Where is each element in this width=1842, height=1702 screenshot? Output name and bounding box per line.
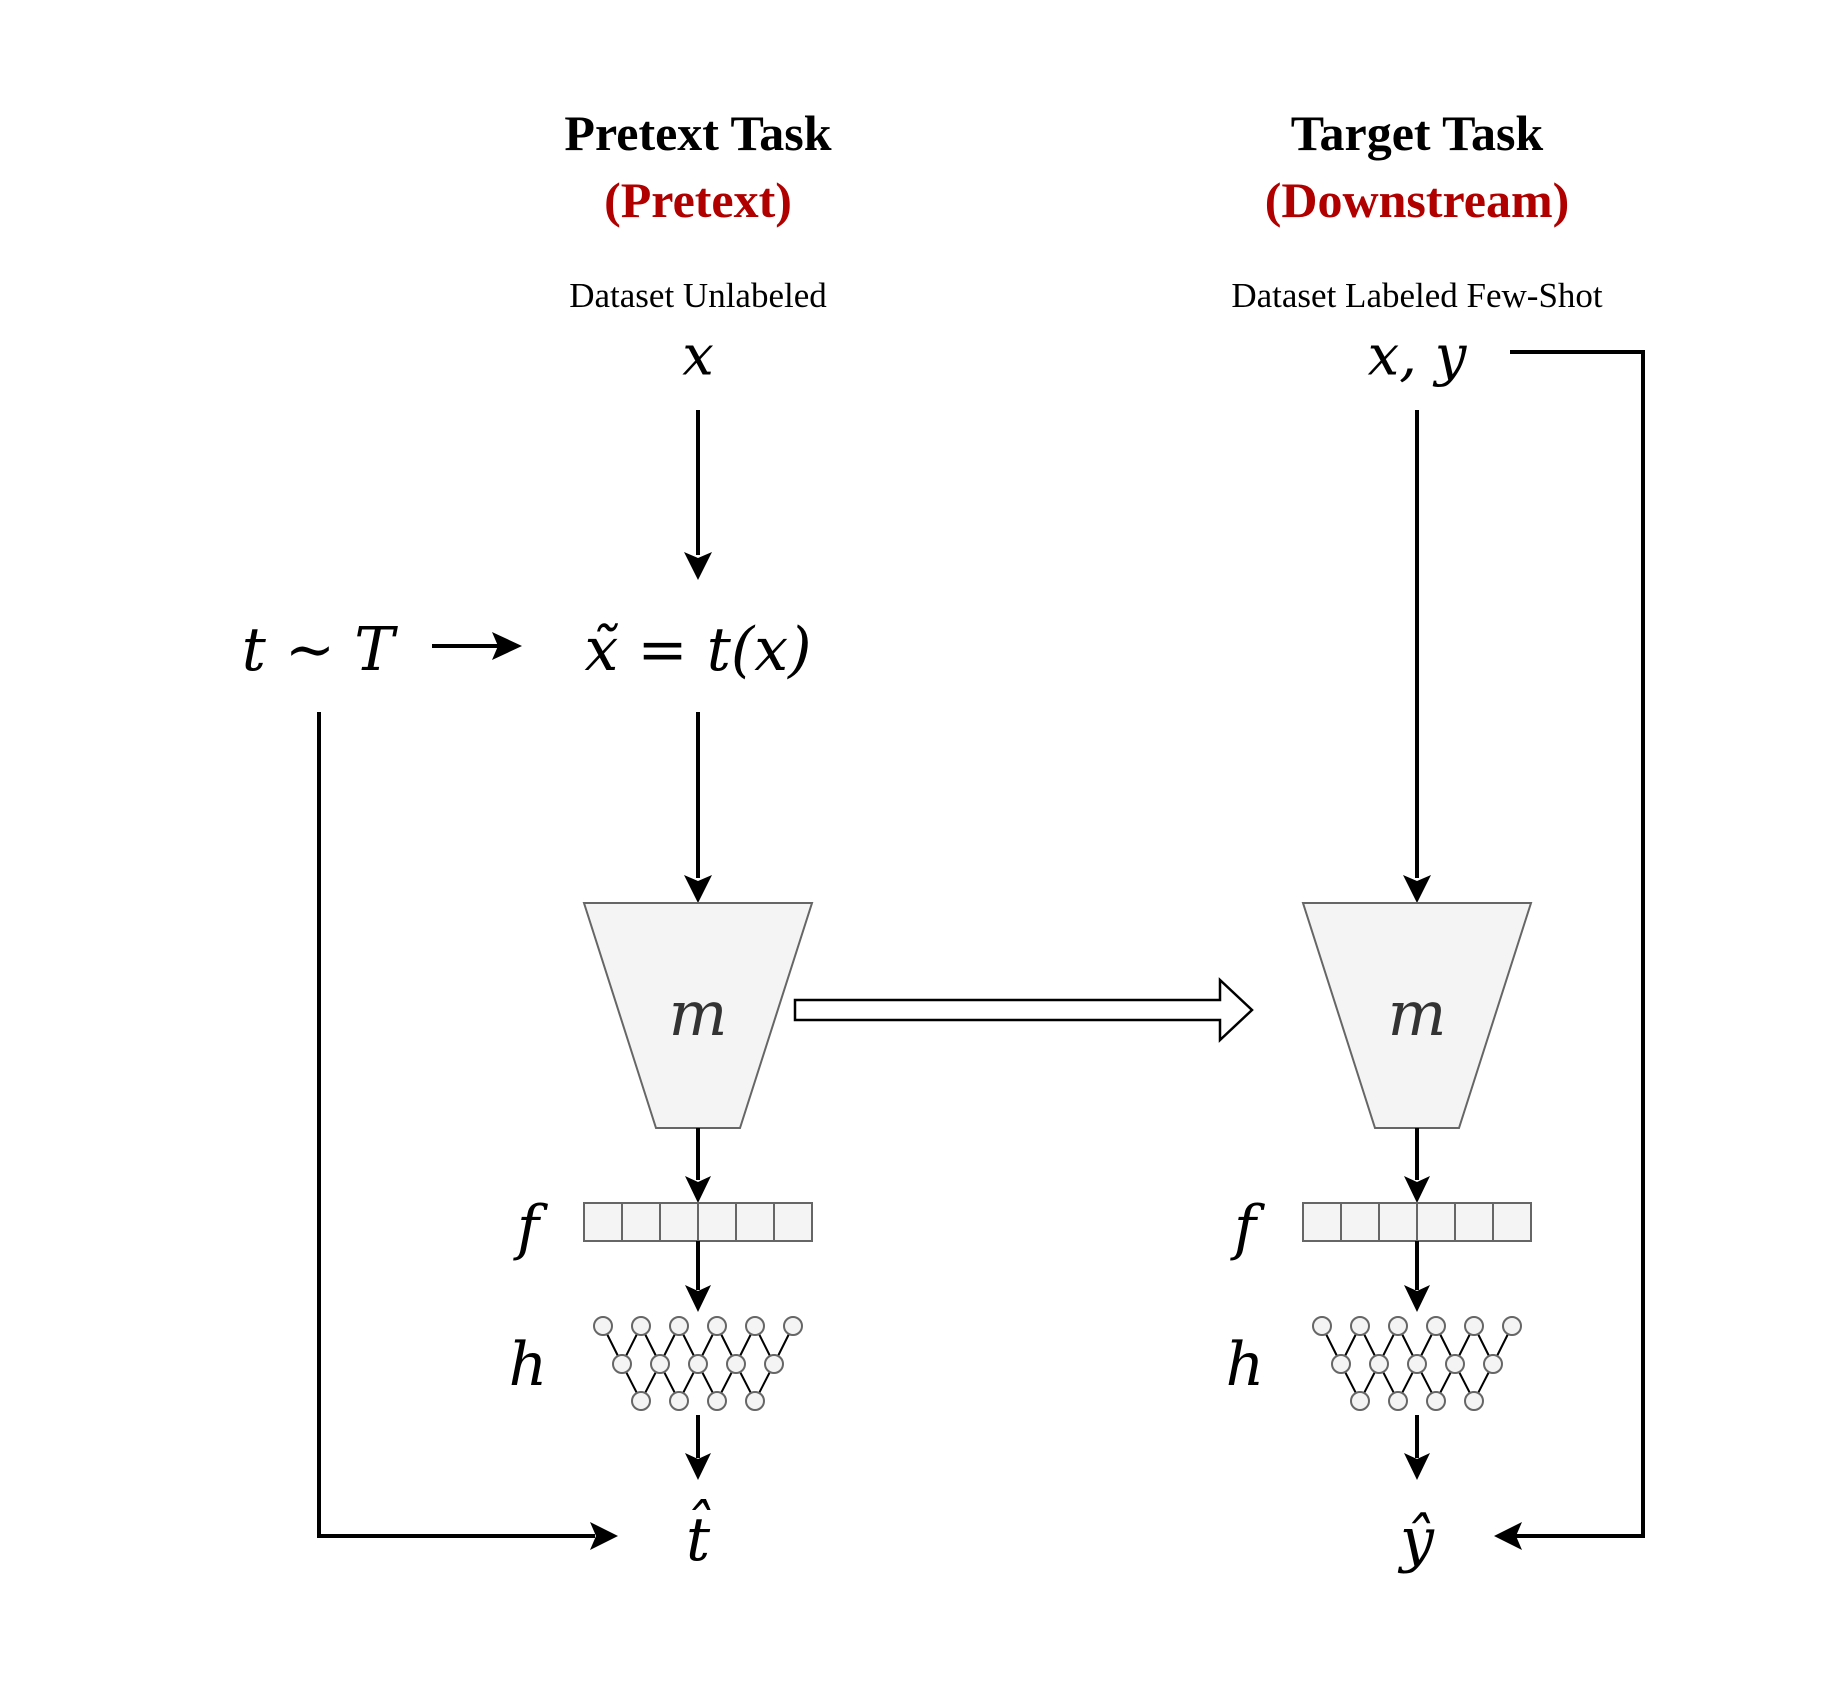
- feature-cell: [621, 1202, 661, 1242]
- pretext-feature-vector: [583, 1202, 813, 1242]
- pretext-feature-label: f: [516, 1193, 540, 1263]
- feature-cell: [1302, 1202, 1342, 1242]
- network-node: [612, 1354, 632, 1374]
- pretext-head-to-output-arrow: [685, 1415, 711, 1480]
- target-input-arrow: [1403, 410, 1431, 903]
- network-node: [764, 1354, 784, 1374]
- target-dataset-caption: Dataset Labeled Few-Shot: [1231, 276, 1603, 315]
- network-node: [1426, 1316, 1446, 1336]
- network-node: [688, 1354, 708, 1374]
- feature-cell: [1454, 1202, 1494, 1242]
- network-node: [1369, 1354, 1389, 1374]
- network-node: [669, 1316, 689, 1336]
- target-feature-to-head-arrow: [1404, 1241, 1430, 1312]
- network-node: [707, 1316, 727, 1336]
- target-feature-vector: [1302, 1202, 1532, 1242]
- network-node: [1464, 1316, 1484, 1336]
- label-connector: [1494, 350, 1645, 1550]
- network-node: [1464, 1391, 1484, 1411]
- target-model-to-feature-arrow: [1404, 1128, 1430, 1203]
- target-model-label: m: [1388, 977, 1447, 1050]
- target-head-to-output-arrow: [1404, 1415, 1430, 1480]
- network-node: [1426, 1391, 1446, 1411]
- network-node: [669, 1391, 689, 1411]
- network-node: [745, 1316, 765, 1336]
- feature-cell: [773, 1202, 813, 1242]
- feature-cell: [1492, 1202, 1532, 1242]
- transform-label-connector: [317, 712, 618, 1550]
- network-node: [1312, 1316, 1332, 1336]
- target-task-subtitle: (Downstream): [1264, 172, 1570, 228]
- pretext-model-label: m: [669, 977, 728, 1050]
- target-input-symbol: x, y: [1367, 323, 1467, 389]
- network-node: [1388, 1391, 1408, 1411]
- pretext-head-label: h: [508, 1330, 548, 1400]
- pretext-model-to-feature-arrow: [685, 1128, 711, 1203]
- target-head-network: [1312, 1316, 1522, 1411]
- target-task-title: Target Task: [1290, 105, 1544, 161]
- pretext-augmented-arrow: [684, 712, 712, 903]
- transform-arrow: [432, 632, 522, 660]
- feature-cell: [583, 1202, 623, 1242]
- network-node: [783, 1316, 803, 1336]
- target-feature-label: f: [1233, 1193, 1257, 1263]
- network-node: [1502, 1316, 1522, 1336]
- weight-transfer-arrow: [793, 977, 1254, 1043]
- network-node: [1331, 1354, 1351, 1374]
- pretext-head-network: [593, 1316, 803, 1411]
- network-node: [1388, 1316, 1408, 1336]
- feature-cell: [1378, 1202, 1418, 1242]
- pretext-task-subtitle: (Pretext): [604, 172, 792, 228]
- transform-sampling-expression: t ∼ T: [241, 615, 395, 685]
- network-node: [707, 1391, 727, 1411]
- network-node: [745, 1391, 765, 1411]
- feature-cell: [1416, 1202, 1456, 1242]
- pretext-model-encoder: m: [582, 902, 814, 1129]
- network-node: [1483, 1354, 1503, 1374]
- network-node: [1445, 1354, 1465, 1374]
- pretext-input-symbol: x: [682, 323, 714, 389]
- network-node: [631, 1316, 651, 1336]
- pretext-input-arrow: [684, 410, 712, 580]
- network-node: [593, 1316, 613, 1336]
- network-node: [1350, 1391, 1370, 1411]
- target-output-symbol: ŷ: [1400, 1505, 1434, 1575]
- pretext-output-symbol: t̂: [685, 1505, 711, 1575]
- pretext-task-title: Pretext Task: [564, 105, 832, 161]
- network-node: [1350, 1316, 1370, 1336]
- feature-cell: [697, 1202, 737, 1242]
- network-node: [631, 1391, 651, 1411]
- pretext-dataset-caption: Dataset Unlabeled: [569, 276, 827, 315]
- network-node: [726, 1354, 746, 1374]
- feature-cell: [1340, 1202, 1380, 1242]
- target-head-label: h: [1225, 1330, 1265, 1400]
- pretext-feature-to-head-arrow: [685, 1241, 711, 1312]
- augmented-input-expression: x̃ = t(x): [584, 615, 812, 685]
- network-node: [650, 1354, 670, 1374]
- feature-cell: [735, 1202, 775, 1242]
- network-node: [1407, 1354, 1427, 1374]
- feature-cell: [659, 1202, 699, 1242]
- target-model-encoder: m: [1301, 902, 1533, 1129]
